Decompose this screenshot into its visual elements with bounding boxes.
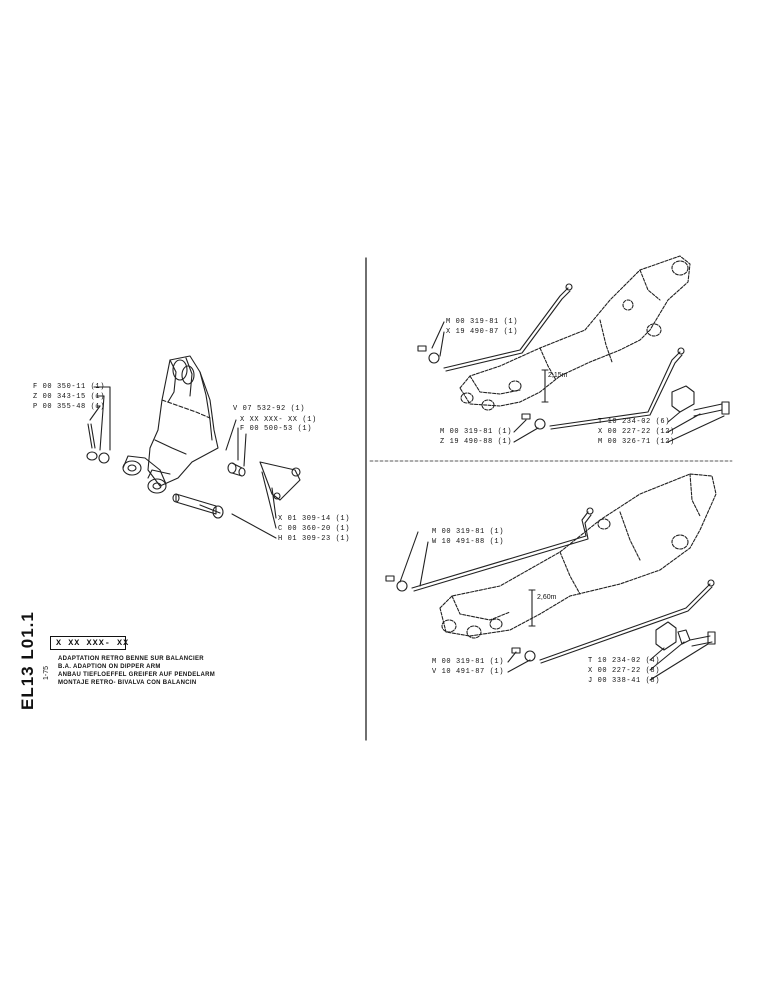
part-label: F 00 500-53 (1) — [240, 425, 313, 433]
part-label: M 00 319-81 (1) — [446, 318, 519, 326]
part-label: M 00 319-81 (1) — [432, 658, 505, 666]
title-es: MONTAJE RETRO- BIVALVA CON BALANCIN — [58, 680, 197, 686]
part-label: X 01 309-14 (1) — [278, 515, 351, 523]
part-label: Z 19 490-88 (1) — [440, 438, 513, 446]
part-label: M 00 326-71 (12) — [598, 438, 675, 446]
dimension-label: 2,15m — [548, 372, 568, 379]
part-label: V 07 532-92 (1) — [233, 405, 306, 413]
part-label: M 00 319-81 (1) — [432, 528, 505, 536]
title-en: B.A. ADAPTION ON DIPPER ARM — [58, 664, 161, 670]
part-label: W 10 491-88 (1) — [432, 538, 505, 546]
part-label: P 00 355-48 (1) — [33, 403, 106, 411]
part-label: T 10 234-02 (4) — [588, 657, 661, 665]
part-label: X 19 490-87 (1) — [446, 328, 519, 336]
dipper-arm-260-drawing — [439, 473, 717, 639]
separator-lines — [365, 257, 733, 741]
part-label: X XX XXX- XX (1) — [240, 416, 317, 424]
part-label: C 00 360-20 (1) — [278, 525, 351, 533]
reference-code: X XX XXX- XX — [56, 638, 130, 648]
pipes-260-drawing — [385, 507, 716, 681]
title-de: ANBAU TIEFLOEFFEL GREIFER AUF PENDELARM — [58, 672, 216, 678]
part-label: T 10 234-02 (6) — [598, 418, 671, 426]
dipper-arm-215-drawing — [459, 255, 691, 411]
part-label: M 00 319-81 (1) — [440, 428, 513, 436]
catalog-code: EL13 L01.1 — [18, 611, 37, 710]
part-label: H 01 309-23 (1) — [278, 535, 351, 543]
bracket-assembly-drawing — [86, 355, 301, 539]
part-label: V 10 491-87 (1) — [432, 668, 505, 676]
part-label: X 00 227-22 (8) — [588, 667, 661, 675]
part-label: F 00 350-11 (1) — [33, 383, 106, 391]
title-block: ADAPTATION RETRO BENNE SUR BALANCIER B.A… — [58, 655, 215, 687]
part-label: Z 00 343-15 (1) — [33, 393, 106, 401]
part-label: J 00 338-41 (8) — [588, 677, 661, 685]
title-fr: ADAPTATION RETRO BENNE SUR BALANCIER — [58, 656, 204, 662]
part-label: X 00 227-22 (12) — [598, 428, 675, 436]
pipes-215-drawing — [417, 283, 730, 443]
reference-box — [50, 636, 126, 650]
edition-date: 1-75 — [43, 665, 50, 680]
dimension-label: 2,60m — [537, 594, 557, 601]
